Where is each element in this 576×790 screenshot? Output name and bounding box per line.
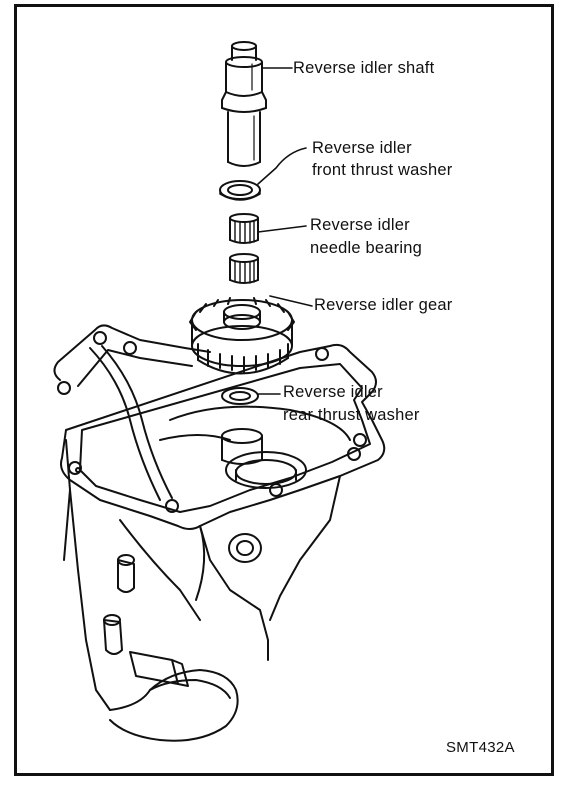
label-front-thrust-washer-line2: front thrust washer — [312, 161, 453, 179]
transmission-case — [53, 324, 386, 742]
needle-bearing-lower — [229, 253, 259, 284]
label-reverse-idler-gear: Reverse idler gear — [314, 296, 453, 314]
leader-lines — [257, 67, 313, 395]
case-shaft-boss — [221, 428, 263, 465]
label-reverse-idler-shaft: Reverse idler shaft — [293, 59, 435, 77]
figure-frame — [14, 4, 554, 776]
label-front-thrust-washer-line1: Reverse idler — [312, 139, 412, 157]
label-rear-thrust-washer-line2: rear thrust washer — [283, 406, 420, 424]
figure-reference-code: SMT432A — [446, 739, 515, 756]
reverse-idler-gear — [189, 297, 295, 375]
label-needle-bearing-line1: Reverse idler — [310, 216, 410, 234]
reverse-idler-shaft — [221, 41, 267, 167]
needle-bearing-upper — [229, 213, 259, 244]
front-thrust-washer — [219, 180, 261, 201]
label-needle-bearing-line2: needle bearing — [310, 239, 422, 257]
label-rear-thrust-washer-line1: Reverse idler — [283, 383, 383, 401]
rear-thrust-washer — [221, 387, 259, 405]
